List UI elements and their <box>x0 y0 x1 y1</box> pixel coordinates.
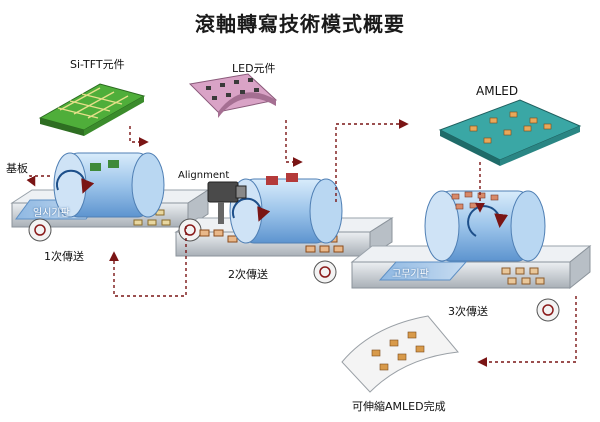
si-tft-label: Si-TFT元件 <box>70 58 125 71</box>
alignment-label: Alignment <box>178 170 230 181</box>
led-label: LED元件 <box>232 62 276 75</box>
wheel <box>313 260 337 284</box>
roller-1 <box>53 152 165 218</box>
diagram-title: 滾軸轉寫技術模式概要 <box>195 12 405 36</box>
substrate-label: 基板 <box>6 162 28 175</box>
step1-label: 1次傳送 <box>44 250 84 263</box>
wheel <box>536 298 560 322</box>
led-panel <box>188 73 278 118</box>
alignment-camera <box>207 181 247 224</box>
temp-substrate-label: 일시기판 <box>33 208 70 219</box>
flow-arrows <box>26 119 577 367</box>
roller-3 <box>424 190 546 262</box>
result-label: 可伸縮AMLED完成 <box>352 400 446 413</box>
stretchable-amled-sheet <box>341 315 459 393</box>
step2-label: 2次傳送 <box>228 268 268 281</box>
amled-panel <box>438 99 582 166</box>
amled-label: AMLED <box>476 84 519 98</box>
step3-label: 3次傳送 <box>448 305 488 318</box>
roller-2 <box>229 173 343 244</box>
wheel <box>178 218 202 242</box>
transferred-chips-3 <box>501 267 545 285</box>
rubber-substrate-label: 고무기판 <box>392 269 429 280</box>
si-tft-panel <box>38 83 146 136</box>
wheel <box>28 218 52 242</box>
rubber-substrate-pad <box>378 261 468 281</box>
